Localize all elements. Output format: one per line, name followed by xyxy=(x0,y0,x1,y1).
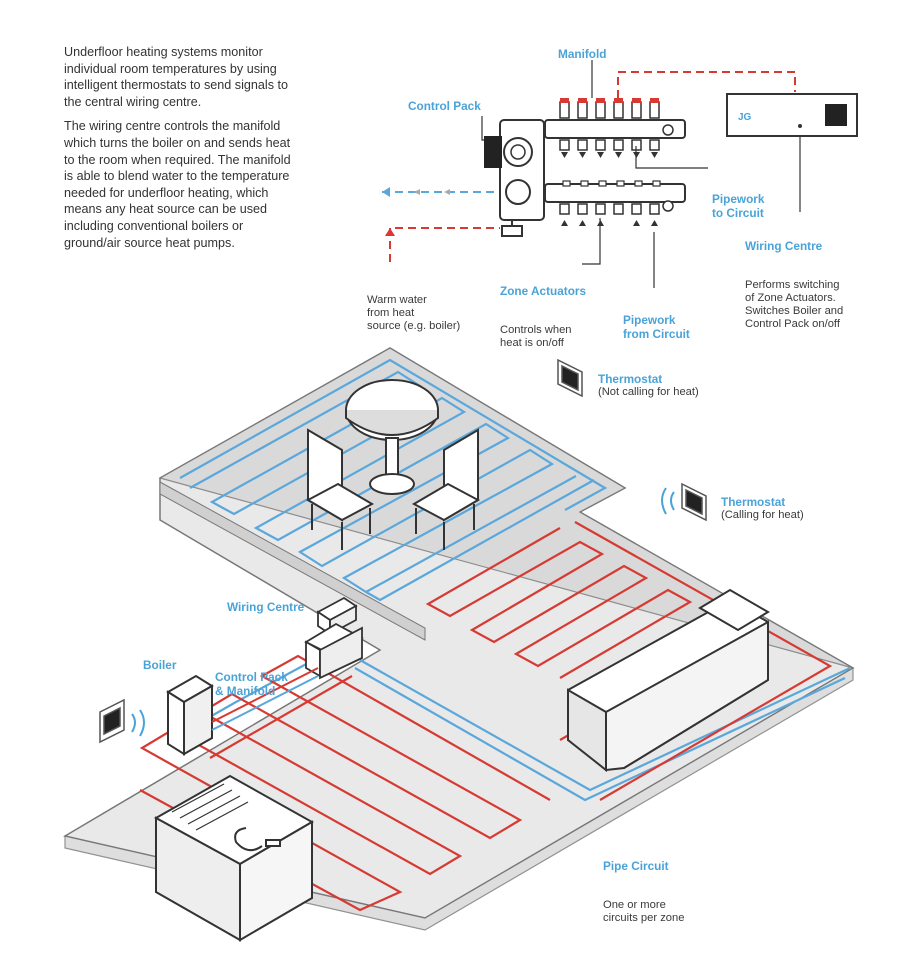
manifold-schematic: JG xyxy=(382,60,858,288)
control-pack-unit xyxy=(484,136,502,168)
signal-line-red xyxy=(617,71,796,98)
warm-water-pipe xyxy=(389,227,500,262)
kitchen-sink xyxy=(153,774,315,942)
control-pack-title: Control Pack xyxy=(408,99,481,113)
thermostat-1-desc: (Not calling for heat) xyxy=(598,386,699,398)
label-pipe-circuit: Pipe Circuit One or more circuits per zo… xyxy=(603,833,684,938)
wiring-centre-title: Wiring Centre xyxy=(745,239,823,253)
label-manifold: Manifold xyxy=(558,47,607,61)
pipework-from-title: Pipework from Circuit xyxy=(623,313,690,341)
label-control-pack: Control Pack xyxy=(408,99,481,113)
thermostat-calling xyxy=(661,482,707,522)
hot-pipe-loops xyxy=(139,521,833,912)
thermostat-2-title: Thermostat xyxy=(721,495,786,509)
sofa xyxy=(567,588,770,773)
chair-right xyxy=(411,428,481,550)
label-zone-actuators: Zone Actuators Controls when heat is on/… xyxy=(500,258,586,363)
intro-text: Underfloor heating systems monitor indiv… xyxy=(64,44,296,259)
wiring-centre-small-title: Wiring Centre xyxy=(227,600,305,614)
control-pack-manifold-title: Control Pack & Manifold xyxy=(215,670,288,698)
control-pack-device xyxy=(304,622,364,680)
thermostat-boiler xyxy=(99,698,145,744)
zone-actuators-desc: Controls when heat is on/off xyxy=(500,324,572,349)
label-thermostat-calling: Thermostat (Calling for heat) xyxy=(721,495,804,522)
wiring-centre-desc: Performs switching of Zone Actuators. Sw… xyxy=(745,279,844,330)
zone-actuators-title: Zone Actuators xyxy=(500,284,587,298)
manifold-title: Manifold xyxy=(558,47,607,61)
intro-paragraph-1: Underfloor heating systems monitor indiv… xyxy=(64,45,289,109)
label-wiring-centre: Wiring Centre Performs switching of Zone… xyxy=(745,213,843,344)
svg-text:JG: JG xyxy=(738,112,752,123)
label-pipework-from-circuit: Pipework from Circuit xyxy=(623,287,690,354)
pipework-to-title: Pipework to Circuit xyxy=(712,192,765,220)
table xyxy=(345,379,439,495)
label-warm-water: Warm water from heat source (e.g. boiler… xyxy=(367,268,460,346)
thermostat-not-calling xyxy=(557,358,583,398)
label-thermostat-not-calling: Thermostat (Not calling for heat) xyxy=(598,372,699,399)
intro-paragraph-2: The wiring centre controls the manifold … xyxy=(64,119,291,250)
wiring-centre-box: JG xyxy=(726,93,858,137)
zone-actuators-top xyxy=(559,98,660,119)
thermostat-2-desc: (Calling for heat) xyxy=(721,509,804,521)
label-boiler: Boiler xyxy=(143,658,176,672)
pipe-circuit-desc: One or more circuits per zone xyxy=(603,899,685,924)
pipe-circuit-title: Pipe Circuit xyxy=(603,859,669,873)
warm-water-desc: Warm water from heat source (e.g. boiler… xyxy=(367,294,461,332)
thermostat-1-title: Thermostat xyxy=(598,372,663,386)
label-control-pack-manifold: Control Pack & Manifold xyxy=(215,644,288,711)
boiler-title: Boiler xyxy=(143,658,177,672)
label-pipework-to-circuit: Pipework to Circuit xyxy=(712,166,764,233)
boiler-unit xyxy=(166,674,214,756)
floor-plan xyxy=(62,347,855,942)
chair-left xyxy=(305,428,375,550)
label-wiring-centre-floor: Wiring Centre xyxy=(227,600,304,614)
